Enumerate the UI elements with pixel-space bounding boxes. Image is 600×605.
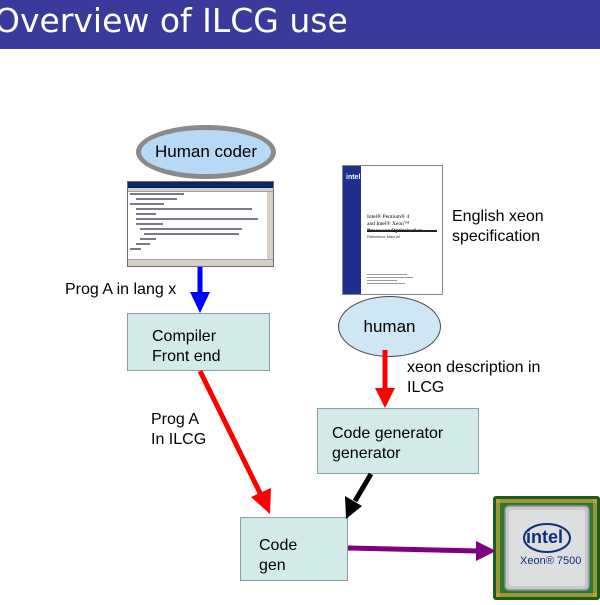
slide-title: Overview of ILCG use <box>0 1 348 40</box>
xeon-description-label: xeon description in ILCG <box>407 359 541 396</box>
manual-logo: intel. <box>346 174 363 181</box>
intel-manual-image: intel. Intel® Pentium® 4 and Intel® Xeon… <box>342 165 443 295</box>
code-gen-box: Code gen <box>240 517 348 581</box>
chip-model: Xeon® 7500 <box>520 555 582 567</box>
human-node: human <box>338 296 441 357</box>
human-coder-node: Human coder <box>136 125 276 179</box>
human-coder-label: Human coder <box>154 142 258 161</box>
prog-a-lang-x-label: Prog A in lang x <box>65 281 177 298</box>
arrow-codegen-to-chip <box>347 541 496 561</box>
code-editor-window-image <box>127 181 274 267</box>
prog-a-ilcg-label: Prog A In ILCG <box>151 411 207 448</box>
arrow-compiler-to-codegen <box>197 369 271 514</box>
xeon-chip-image: intel Xeon® 7500 <box>493 496 600 600</box>
compiler-front-end-box: Compiler Front end <box>127 313 270 371</box>
arrow-human-to-cgg <box>375 350 395 408</box>
code-generator-generator-box: Code generator generator <box>317 408 479 474</box>
arrow-cgg-to-codegen <box>345 472 374 519</box>
manual-subtitle: Reference Manual <box>367 234 400 239</box>
human-label: human <box>363 316 416 336</box>
arrow-code-to-compiler <box>190 267 210 313</box>
title-bar: Overview of ILCG use <box>0 0 600 49</box>
chip-brand: intel <box>526 527 564 547</box>
english-xeon-spec-label: English xeon specification <box>452 208 544 245</box>
